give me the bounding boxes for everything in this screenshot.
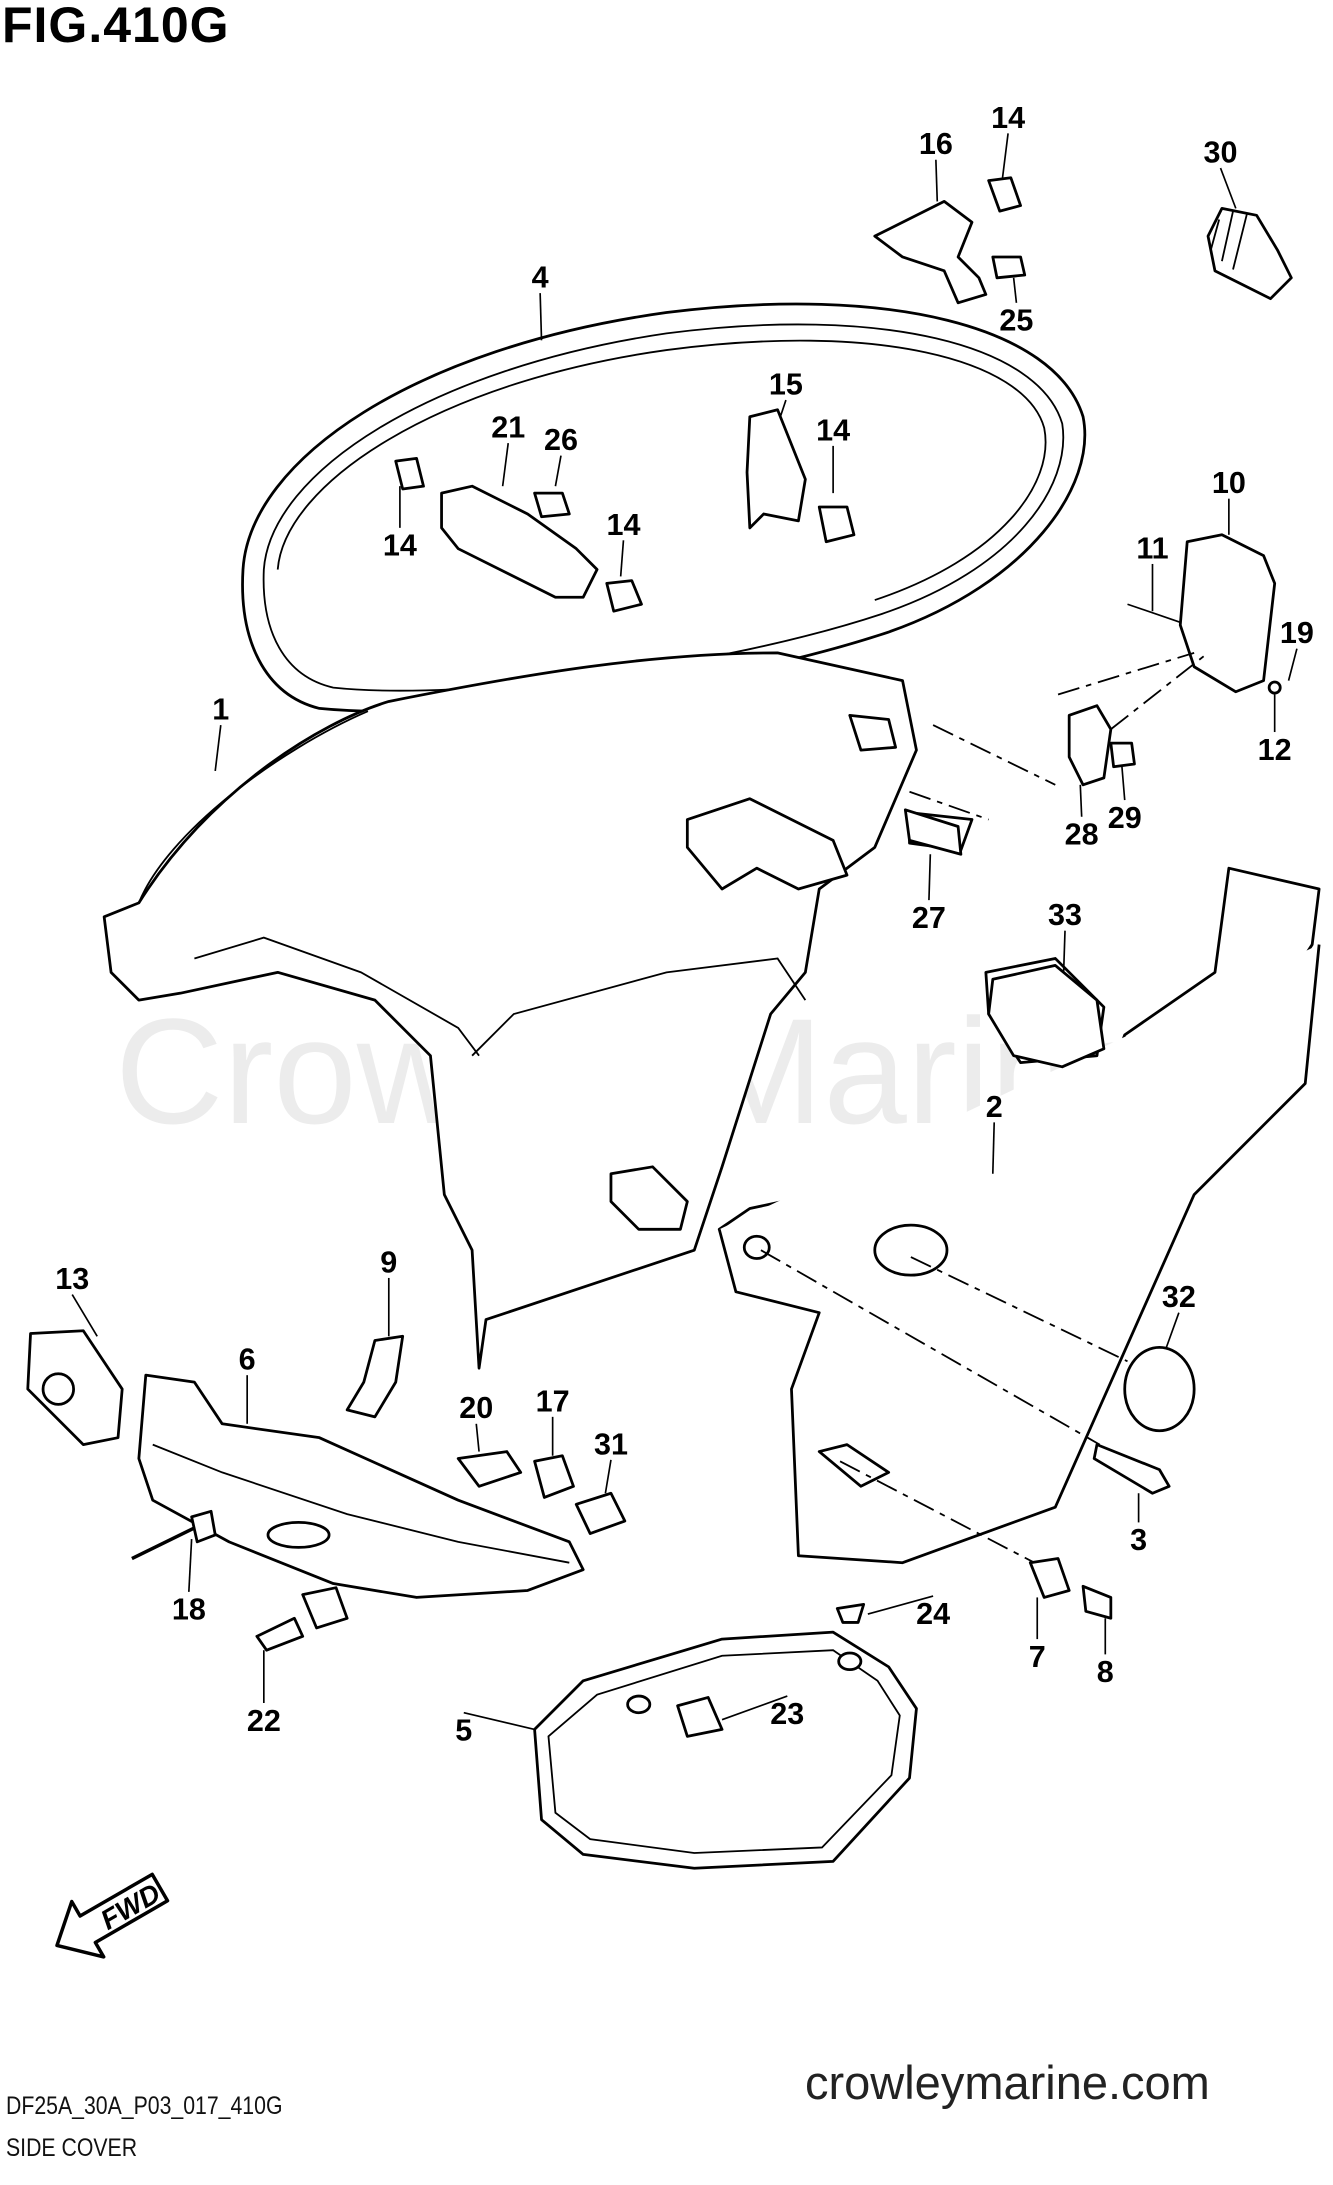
leader-line [1001, 133, 1009, 178]
small-parts [26, 176, 1293, 1738]
leader-line [1287, 648, 1298, 681]
part-label-31: 31 [594, 1427, 628, 1461]
part-label-2: 2 [986, 1090, 1003, 1124]
part-label-14: 14 [816, 413, 850, 447]
part-label-33: 33 [1048, 898, 1082, 932]
part-label-10: 10 [1212, 466, 1246, 500]
leader-line [1121, 766, 1126, 801]
part-label-27: 27 [912, 901, 946, 935]
part-label-13: 13 [55, 1262, 89, 1296]
leader-line [1012, 277, 1018, 303]
part-label-4: 4 [532, 261, 549, 295]
part-label-16: 16 [919, 127, 953, 161]
leader-line [214, 724, 222, 772]
part-label-26: 26 [544, 423, 578, 457]
leader-line [991, 1122, 996, 1174]
part-label-23: 23 [770, 1697, 804, 1731]
figure-title: FIG.410G [2, 0, 230, 53]
part-4-seal [241, 302, 1087, 713]
part-label-28: 28 [1065, 818, 1099, 852]
caption: SIDE COVER [6, 2134, 138, 2162]
part-label-14: 14 [606, 508, 640, 542]
part-label-17: 17 [536, 1384, 570, 1418]
leader-line [619, 540, 625, 577]
leader-line [1062, 930, 1066, 973]
part-label-22: 22 [247, 1704, 281, 1738]
part-label-25: 25 [999, 304, 1033, 338]
part-label-24: 24 [916, 1597, 950, 1631]
part-label-12: 12 [1258, 733, 1292, 767]
leader-line [188, 1539, 193, 1592]
part-label-20: 20 [459, 1391, 493, 1425]
leader-line [1079, 784, 1083, 817]
part-label-7: 7 [1029, 1640, 1046, 1674]
drawing-code: DF25A_30A_P03_017_410G [6, 2092, 283, 2120]
leader-line [928, 854, 932, 901]
leader-line [779, 399, 787, 417]
leader-line [867, 1595, 934, 1615]
part-label-9: 9 [380, 1245, 397, 1279]
part-6-bracket [137, 1373, 585, 1599]
part-label-6: 6 [239, 1343, 256, 1377]
part-label-29: 29 [1108, 801, 1142, 835]
part-label-30: 30 [1204, 136, 1238, 170]
leader-line [71, 1294, 98, 1337]
part-label-5: 5 [455, 1713, 472, 1747]
part-label-8: 8 [1097, 1655, 1114, 1689]
website-link[interactable]: crowleymarine.com [805, 2056, 1210, 2109]
leader-line [1219, 167, 1237, 209]
part-5-tray [533, 1630, 918, 1870]
part-label-19: 19 [1280, 616, 1314, 650]
part-label-11: 11 [1136, 531, 1168, 565]
leader-line [475, 1423, 480, 1452]
leader-line [501, 443, 510, 487]
leader-line [1165, 1312, 1180, 1348]
leader-line [604, 1459, 612, 1494]
leader-line [463, 1711, 535, 1731]
part-label-18: 18 [172, 1593, 206, 1627]
fwd-arrow: FWD [55, 1872, 170, 1959]
leader-line [935, 159, 939, 202]
assembly-lines [760, 651, 1209, 1564]
leader-line [539, 293, 543, 341]
part-label-1: 1 [212, 693, 229, 727]
part-label-21: 21 [491, 411, 525, 445]
part-label-14: 14 [383, 529, 417, 563]
part-label-14: 14 [991, 101, 1025, 135]
leader-line [554, 455, 562, 487]
part-label-3: 3 [1130, 1523, 1147, 1557]
leader-line [721, 1695, 788, 1721]
part-label-32: 32 [1162, 1280, 1196, 1314]
part-label-15: 15 [769, 367, 803, 401]
